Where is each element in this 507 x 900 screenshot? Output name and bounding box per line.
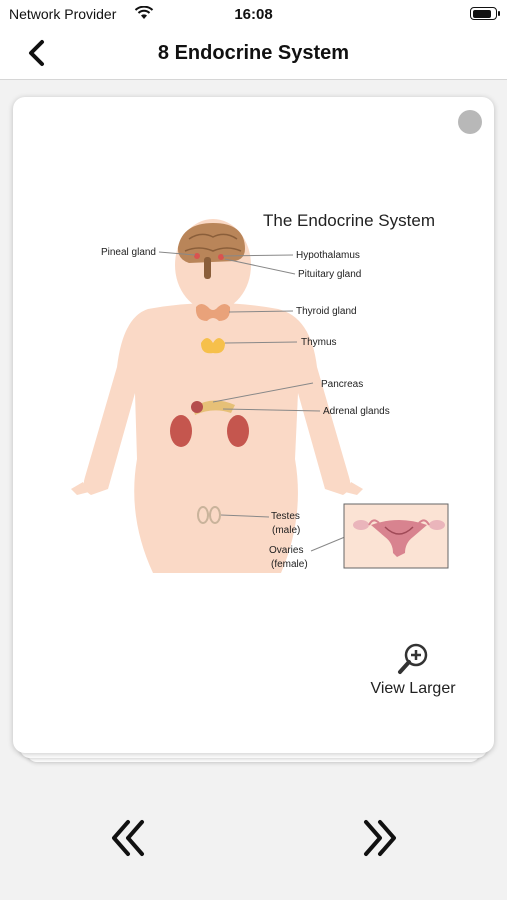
- battery-icon: [470, 7, 500, 20]
- label-testes: Testes: [271, 511, 300, 522]
- label-thymus: Thymus: [301, 337, 337, 348]
- carrier-name: Network Provider: [9, 6, 117, 22]
- label-ovaries: Ovaries: [269, 545, 303, 556]
- kidney-right: [227, 415, 249, 447]
- endocrine-diagram: The Endocrine System: [71, 211, 449, 573]
- label-pineal-gland: Pineal gland: [101, 247, 156, 258]
- label-pituitary-gland: Pituitary gland: [298, 269, 361, 280]
- page-title: 8 Endocrine System: [157, 42, 350, 64]
- wifi-icon: [134, 6, 154, 19]
- label-adrenal-glands: Adrenal glands: [323, 406, 390, 417]
- zoom-in-icon: [398, 643, 428, 674]
- navigation-bar: 8 Endocrine System: [0, 28, 507, 80]
- status-time: 16:08: [234, 6, 273, 23]
- card-status-dot[interactable]: [458, 110, 482, 134]
- thyroid-gland: [195, 304, 231, 321]
- label-pancreas: Pancreas: [321, 379, 363, 390]
- next-card-button[interactable]: [356, 818, 400, 858]
- ovaries-inset: [343, 503, 449, 569]
- adrenal-gland: [191, 401, 203, 413]
- thymus: [201, 338, 225, 354]
- label-hypothalamus: Hypothalamus: [296, 250, 360, 261]
- testes: [197, 506, 221, 524]
- back-button[interactable]: [22, 38, 52, 68]
- status-bar: Network Provider 16:08: [0, 0, 507, 28]
- diagram-title: The Endocrine System: [263, 211, 435, 230]
- label-thyroid-gland: Thyroid gland: [296, 306, 357, 317]
- double-chevron-left-icon: [112, 820, 144, 856]
- kidney-left: [170, 415, 192, 447]
- view-larger-label: View Larger: [370, 680, 456, 697]
- battery-level: [472, 9, 492, 18]
- brain: [177, 223, 245, 279]
- double-chevron-right-icon: [364, 820, 396, 856]
- label-ovaries-female: (female): [271, 559, 308, 570]
- label-testes-male: (male): [272, 525, 300, 536]
- pancreas: [193, 400, 235, 415]
- previous-card-button[interactable]: [108, 818, 152, 858]
- flashcard[interactable]: The Endocrine System: [13, 97, 494, 753]
- leader-lines: [158, 251, 370, 552]
- view-larger-button[interactable]: View Larger: [353, 642, 473, 702]
